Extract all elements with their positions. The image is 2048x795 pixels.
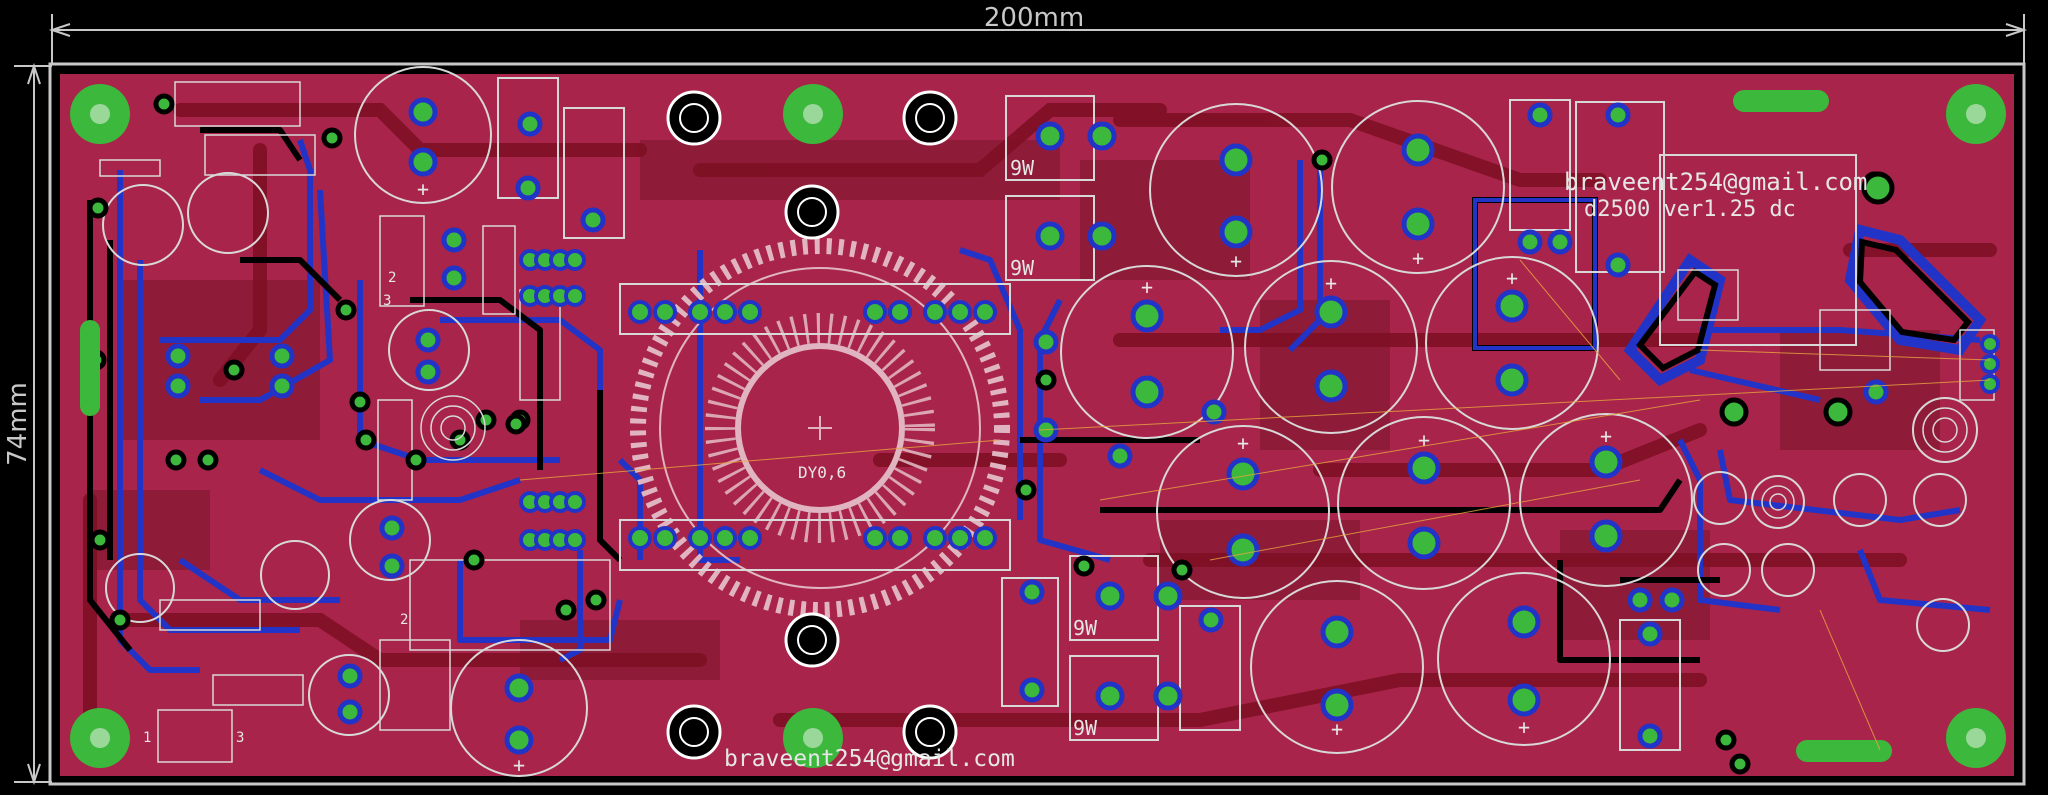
board-outline — [48, 62, 2026, 786]
transistor-pads — [519, 249, 2000, 551]
capacitor-plus-marks: + + + + + + + + + + + + — [417, 177, 1612, 777]
pads — [165, 97, 1889, 755]
small-inductors — [420, 395, 1968, 519]
email-label-top: braveent254@gmail.com — [1564, 168, 1867, 196]
height-label: 74mm — [3, 382, 33, 466]
width-label: 200mm — [984, 3, 1084, 33]
svg-text:9W: 9W — [1073, 616, 1098, 640]
ratsnest — [519, 259, 1991, 751]
svg-text:3: 3 — [383, 293, 391, 309]
corner-mounting-holes — [70, 84, 2006, 768]
svg-text:+: + — [1518, 715, 1530, 739]
version-label: d2500 ver1.25 dc — [1584, 197, 1796, 222]
svg-text:+: + — [1141, 275, 1153, 299]
svg-text:+: + — [1325, 271, 1337, 295]
capacitor-outlines — [102, 66, 1978, 777]
svg-text:+: + — [1418, 428, 1430, 452]
svg-text:9W: 9W — [1073, 716, 1098, 740]
vias — [85, 93, 1895, 775]
pin-labels: 1 2 3 2 3 — [143, 270, 408, 746]
svg-text:2: 2 — [388, 270, 396, 286]
svg-text:1: 1 — [143, 730, 151, 746]
height-dimension — [14, 62, 52, 786]
svg-text:+: + — [513, 753, 525, 777]
power-resistors — [497, 77, 1857, 751]
width-dimension — [48, 14, 2028, 64]
heatsink-hole-centers — [679, 103, 945, 747]
svg-text:+: + — [1331, 717, 1343, 741]
svg-text:9W: 9W — [1010, 256, 1035, 280]
oval-pads — [80, 90, 1892, 762]
toroid-label: DY0,6 — [798, 463, 846, 482]
svg-text:+: + — [1506, 266, 1518, 290]
svg-text:+: + — [1230, 249, 1242, 273]
mosfet-array — [619, 283, 1011, 571]
toroid-inductor — [630, 238, 1010, 618]
svg-text:2: 2 — [400, 612, 408, 628]
svg-text:+: + — [417, 177, 429, 201]
copper-pour — [90, 140, 1940, 680]
smd-pad-region — [1473, 198, 1597, 350]
email-label-bottom: braveent254@gmail.com — [724, 746, 1015, 772]
small-components — [99, 81, 1995, 763]
svg-text:+: + — [1237, 431, 1249, 455]
svg-text:3: 3 — [236, 730, 244, 746]
svg-text:+: + — [1600, 424, 1612, 448]
resistor-labels: 9W 9W 9W 9W — [1010, 156, 1098, 740]
svg-text:+: + — [1412, 246, 1424, 270]
svg-text:9W: 9W — [1010, 156, 1035, 180]
